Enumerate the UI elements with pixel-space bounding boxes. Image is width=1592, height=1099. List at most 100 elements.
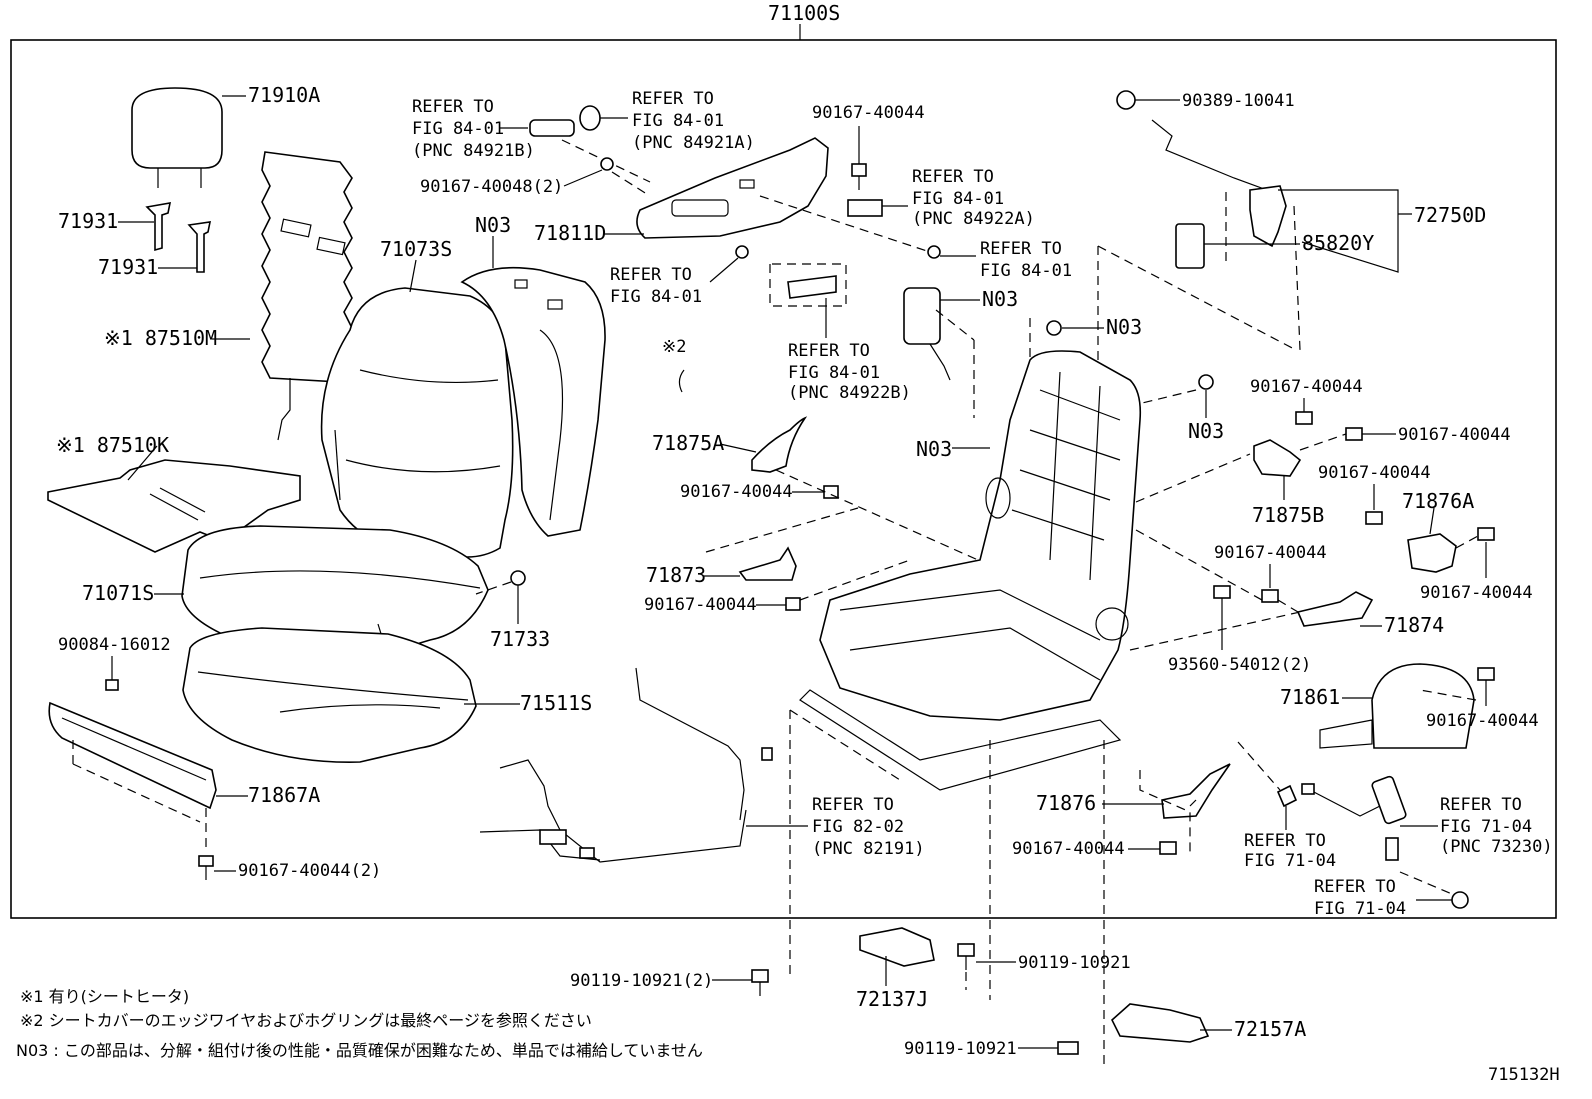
label-clip: 71733 <box>490 627 550 651</box>
label-cover-71876: 71876 <box>1036 791 1096 815</box>
headrest[interactable] <box>131 87 223 188</box>
seat-back-pad[interactable] <box>460 266 606 537</box>
screw-side[interactable] <box>600 157 614 171</box>
screw-84-01-right[interactable] <box>927 245 941 259</box>
bolt-b3[interactable] <box>1057 1041 1079 1055</box>
label-screw-71876: 90167-40044 <box>1012 839 1125 859</box>
ref-73230: REFER TO FIG 71-04 (PNC 73230) <box>1440 795 1553 857</box>
ref-71-04-b: REFER TO FIG 71-04 <box>1314 877 1406 919</box>
svg-text:REFER TO: REFER TO <box>1314 877 1396 897</box>
buckle-clip[interactable] <box>1276 784 1298 808</box>
seat-frame[interactable] <box>799 350 1142 791</box>
svg-text:(PNC 84922A): (PNC 84922A) <box>912 209 1035 229</box>
hinge-cover-b[interactable] <box>1253 439 1302 477</box>
label-bolt-93560: 93560-54012(2) <box>1168 655 1311 675</box>
clip-71733[interactable] <box>510 570 526 596</box>
screw-r5[interactable] <box>1261 589 1279 603</box>
nut-71-04[interactable] <box>1451 891 1469 909</box>
ref-84-01-left: REFER TO FIG 84-01 <box>610 265 702 307</box>
module-84922b[interactable] <box>787 275 837 299</box>
ref-82191: REFER TO FIG 82-02 (PNC 82191) <box>812 795 925 859</box>
bolt-93560[interactable] <box>1213 585 1231 599</box>
knob-84921a[interactable] <box>579 105 601 131</box>
cover-71876[interactable] <box>1161 763 1231 819</box>
svg-text:FIG 84-01: FIG 84-01 <box>610 287 702 307</box>
hinge-cover-a[interactable] <box>751 416 808 473</box>
lumbar-unit[interactable] <box>903 287 951 381</box>
svg-text:FIG 84-01: FIG 84-01 <box>912 189 1004 209</box>
cover-71874[interactable] <box>1296 591 1374 627</box>
heater-back-sheet[interactable] <box>261 151 353 441</box>
bolt-b1[interactable] <box>751 969 769 996</box>
screw-r2[interactable] <box>1345 427 1363 441</box>
seat-cushion-pad[interactable] <box>182 627 477 763</box>
label-nut-n03: N03 <box>1106 315 1142 339</box>
assembly-code: 71100S <box>768 1 840 25</box>
label-bolt-b3: 90119-10921 <box>904 1039 1017 1059</box>
screw-r1[interactable] <box>1295 411 1313 425</box>
screw-r3[interactable] <box>1365 511 1383 525</box>
svg-text:FIG 71-04: FIG 71-04 <box>1440 817 1532 837</box>
screw-71876[interactable] <box>1159 841 1177 855</box>
headrest-guide-upper[interactable] <box>145 202 172 252</box>
svg-text:REFER TO: REFER TO <box>610 265 692 285</box>
bolt-top[interactable] <box>851 163 867 190</box>
label-guide-lower: 71931 <box>98 255 158 279</box>
svg-text:FIG 82-02: FIG 82-02 <box>812 817 904 837</box>
screw-84-01-left[interactable] <box>735 245 749 259</box>
seatbelt-buckle[interactable] <box>1301 775 1407 861</box>
bracket-72137[interactable] <box>859 927 935 967</box>
label-bolt-b2: 90119-10921 <box>1018 953 1131 973</box>
knob[interactable] <box>1175 223 1205 269</box>
svg-text:(PNC 84921A): (PNC 84921A) <box>632 133 755 153</box>
label-cover-71874: 71874 <box>1384 613 1444 637</box>
label-heater-cushion: ※1 87510K <box>56 433 169 457</box>
headrest-guide-lower[interactable] <box>187 221 212 273</box>
lever[interactable] <box>1249 185 1287 248</box>
cover-71873[interactable] <box>738 546 797 581</box>
front-cover[interactable] <box>48 701 217 810</box>
wire-harness[interactable] <box>479 667 773 863</box>
cover-72157[interactable] <box>1111 1003 1210 1043</box>
label-screw-hinge: 90167-40044 <box>680 482 793 502</box>
label-screw-r5: 90167-40044 <box>1214 543 1327 563</box>
label-wire-note: ※2 <box>662 337 686 357</box>
screw-r7[interactable] <box>1477 667 1495 681</box>
svg-text:FIG 84-01: FIG 84-01 <box>788 363 880 383</box>
svg-text:FIG 84-01: FIG 84-01 <box>412 119 504 139</box>
svg-text:REFER TO: REFER TO <box>632 89 714 109</box>
assembly-frame <box>10 39 1557 919</box>
svg-text:FIG 71-04: FIG 71-04 <box>1244 851 1336 871</box>
screw-front[interactable] <box>105 679 119 691</box>
label-guide-upper: 71931 <box>58 209 118 233</box>
screw-front-2[interactable] <box>198 855 214 880</box>
nut-n03[interactable] <box>1046 320 1062 336</box>
svg-text:REFER TO: REFER TO <box>1440 795 1522 815</box>
label-frame-n03: N03 <box>916 437 952 461</box>
belt-cover[interactable] <box>1319 663 1475 749</box>
label-bolt-top: 90167-40044 <box>812 103 925 123</box>
label-hinge-cover-a: 71875A <box>652 431 724 455</box>
label-bracket-72137: 72137J <box>856 987 928 1011</box>
rod-nut[interactable] <box>1116 90 1136 110</box>
label-cover-72157: 72157A <box>1234 1017 1306 1041</box>
cover-71876a[interactable] <box>1407 533 1457 573</box>
label-back-pad: N03 <box>475 213 511 237</box>
svg-text:(PNC 82191): (PNC 82191) <box>812 839 925 859</box>
nut-n03-b[interactable] <box>1198 374 1214 390</box>
lever-rod[interactable] <box>1151 119 1279 195</box>
label-knob: 85820Y <box>1302 231 1374 255</box>
screw-71873[interactable] <box>785 597 801 611</box>
label-screw-r3: 90167-40044 <box>1318 463 1431 483</box>
seat-back-cover[interactable] <box>320 287 514 558</box>
switch-84922a[interactable] <box>847 199 883 217</box>
ref-84-01-right: REFER TO FIG 84-01 <box>980 239 1072 281</box>
label-rod-nut: 90389-10041 <box>1182 91 1295 111</box>
screw-r4[interactable] <box>1477 527 1495 541</box>
bolt-b2[interactable] <box>957 943 975 970</box>
switch-84921b[interactable] <box>529 119 575 137</box>
label-heater-back: ※1 87510M <box>104 326 217 350</box>
side-shield[interactable] <box>636 137 829 239</box>
label-lumbar: N03 <box>982 287 1018 311</box>
